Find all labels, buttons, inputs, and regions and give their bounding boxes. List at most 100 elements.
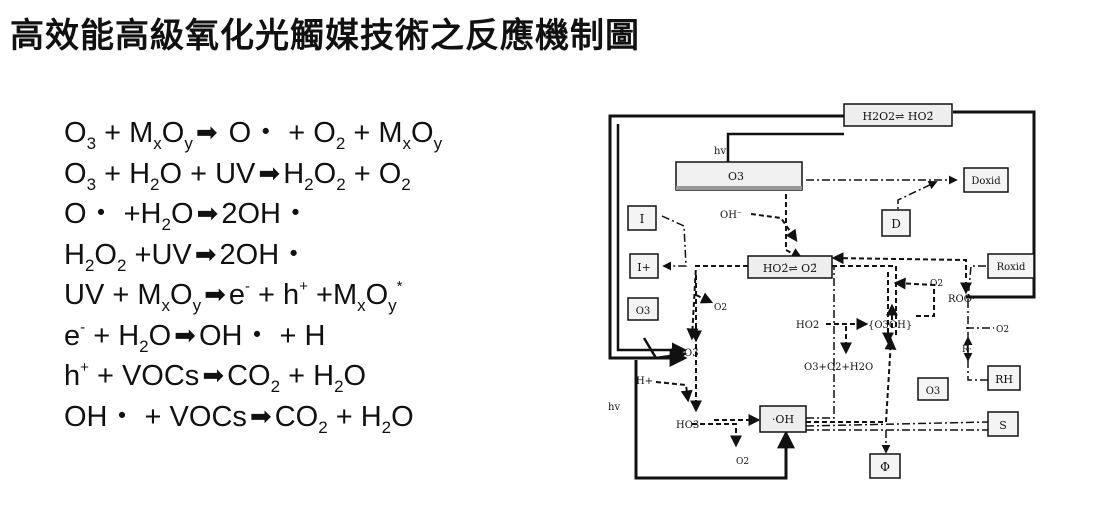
subscript: y	[433, 134, 443, 153]
equation-text: + M	[96, 117, 154, 149]
box-d: D	[881, 209, 911, 237]
box-o3-top: O3	[675, 161, 803, 191]
arrow-icon: ➡	[204, 279, 226, 309]
equation-text: O・ + O	[220, 117, 336, 149]
equation-text: e	[64, 319, 81, 352]
label-phi: Φ	[880, 460, 890, 474]
equation-text: + H	[96, 157, 151, 190]
label-o3-right: O3	[926, 386, 941, 397]
label-o3oh: {O3OH}	[868, 320, 912, 331]
species-labels: hv hv OH⁻ O2 O2 O2 O2 O3̄ H+ HO3̇ HO2̇ {…	[608, 146, 1009, 467]
equation-text: +M	[307, 279, 358, 311]
subscript: 3	[86, 134, 97, 153]
equation-text: O	[170, 279, 193, 311]
subscript: 3	[86, 174, 97, 194]
equation-text: CO	[274, 400, 319, 433]
subscript: 2	[304, 174, 314, 194]
label-o3-top: O3	[728, 170, 744, 183]
subscript: x	[153, 134, 162, 153]
equation-text: + H	[85, 319, 140, 352]
equation-text: + h	[250, 279, 300, 311]
subscript: 2	[139, 336, 149, 356]
box-s: S	[987, 411, 1019, 437]
arrow-icon: ➡	[195, 117, 218, 147]
label-o2-c: O2	[996, 325, 1009, 335]
equation-text: CO	[227, 360, 271, 392]
subscript: y	[184, 134, 193, 153]
label-o2-a: O2	[714, 303, 727, 313]
subscript: 2	[84, 255, 95, 275]
equation-text: O	[170, 198, 194, 230]
label-roxid: Roxid	[997, 262, 1026, 273]
label-o2-d: O2	[736, 457, 749, 467]
label-oh: ·OH	[772, 413, 794, 426]
equation-text: O	[94, 238, 117, 271]
superscript: +	[80, 359, 89, 376]
box-o3-left: O3	[627, 297, 659, 321]
label-hv-left: hv	[608, 402, 620, 413]
outer-solid-loops	[608, 110, 1036, 480]
equation-text: OH・ + VOCs	[64, 400, 247, 433]
label-h2o2-ho2: H2O2⇌ HO2̄	[863, 110, 934, 123]
equation-row: H2O2 +UV➡2OH・	[64, 234, 442, 275]
box-i: I	[627, 205, 657, 231]
label-d: D	[891, 217, 901, 231]
label-h-plus: H+	[636, 376, 653, 387]
label-rh: RH	[995, 373, 1013, 386]
equation-text: + VOCs	[88, 360, 200, 392]
subscript: 2	[401, 174, 411, 194]
equation-text: + O	[345, 157, 402, 190]
reaction-mechanism-diagram: H2O2⇌ HO2̄ O3 Doxid D I I+ HO2̇⇌ O2̄ Rox…	[608, 103, 1036, 480]
superscript: +	[299, 278, 308, 295]
equation-row: O3 + MxOy➡ O・ + O2 + MxOy	[64, 112, 442, 153]
label-ho2-o2: HO2̇⇌ O2̄	[763, 262, 817, 275]
label-ho2: HO2̇	[796, 320, 819, 331]
label-i-plus: I+	[637, 261, 651, 274]
subscript: y	[192, 296, 202, 315]
equation-text: O	[343, 360, 367, 392]
equation-text: + H	[327, 400, 382, 433]
subscript: 2	[150, 174, 160, 194]
equation-text: O	[411, 117, 434, 149]
arrow-icon: ➡	[258, 157, 281, 188]
equation-text: O	[64, 157, 87, 190]
page-title: 高效能高級氧化光觸媒技術之反應機制圖	[10, 16, 640, 56]
equation-text: 2OH・	[221, 198, 310, 230]
box-phi: Φ	[869, 453, 901, 479]
box-o3-right: O3	[917, 377, 949, 401]
label-o3-left: O3	[636, 306, 651, 317]
equation-row: UV + MxOy➡e- + h+ +MxOy*	[64, 274, 442, 315]
arrow-icon: ➡	[196, 198, 219, 228]
box-i-plus: I+	[629, 253, 659, 279]
subscript: x	[402, 134, 412, 153]
equation-text: O	[365, 279, 389, 311]
arrow-icon: ➡	[194, 238, 217, 269]
equation-text: + H	[280, 360, 335, 392]
label-oh-minus: OH⁻	[720, 210, 742, 221]
label-o3-minus: O3̄	[684, 348, 699, 359]
dash-dot-pathways	[661, 175, 994, 454]
label-products: O3+O2+H2O	[804, 362, 873, 373]
subscript: x	[161, 296, 171, 315]
dashed-pathways	[655, 194, 972, 448]
equation-text: h	[64, 360, 81, 392]
subscript: 2	[318, 417, 328, 437]
equation-text: 2OH・	[219, 238, 309, 271]
equation-text: O	[148, 319, 172, 352]
equation-text: H	[283, 157, 305, 190]
box-oh: ·OH	[759, 405, 807, 433]
equation-text: + M	[345, 117, 403, 149]
equation-text: O・ +H	[64, 198, 162, 230]
superscript: -	[245, 278, 250, 295]
subscript: x	[357, 296, 366, 315]
equation-text: OH・ + H	[198, 319, 326, 352]
equation-row: h+ + VOCs➡CO2 + H2O	[64, 355, 442, 396]
box-h2o2-ho2: H2O2⇌ HO2̄	[843, 103, 953, 127]
equation-text: O + UV	[159, 157, 256, 190]
equation-row: O3 + H2O + UV➡H2O2 + O2	[64, 153, 442, 194]
box-doxid: Doxid	[963, 167, 1009, 193]
subscript: 2	[381, 417, 392, 437]
label-s: S	[999, 419, 1007, 432]
box-rh: RH	[987, 365, 1021, 391]
equation-row: O・ +H2O➡2OH・	[64, 193, 442, 234]
